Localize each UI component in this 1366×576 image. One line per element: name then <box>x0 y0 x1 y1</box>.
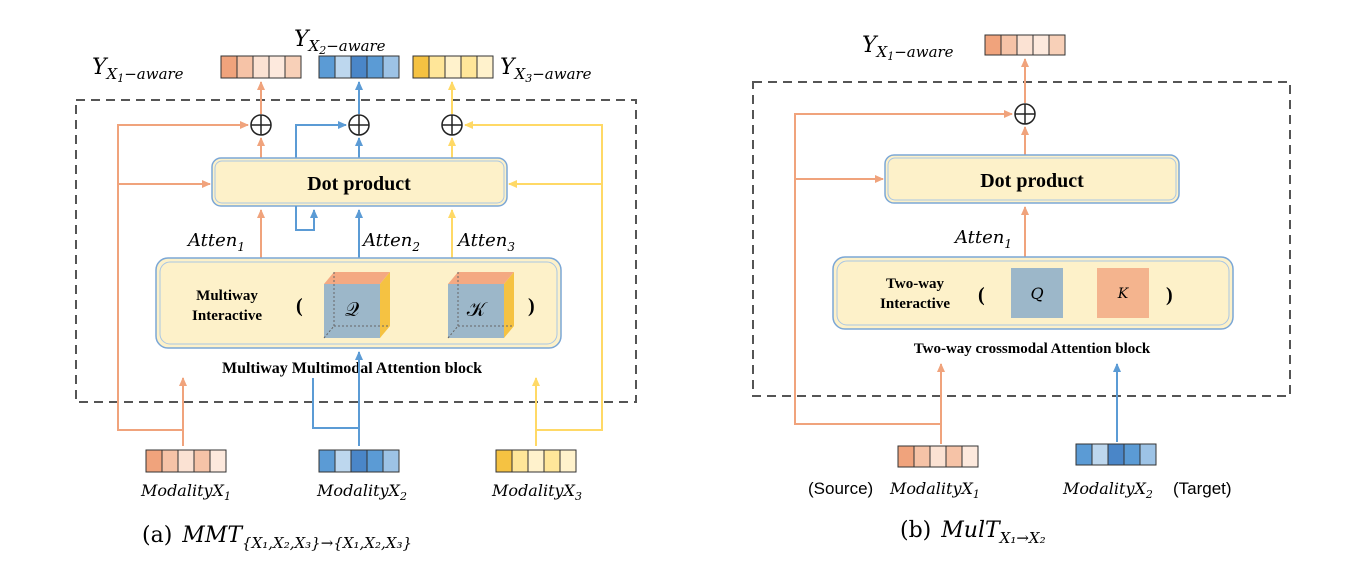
right-k-symbol: K <box>1117 286 1130 302</box>
left-modality-3-label: ModalityX3 <box>491 481 582 503</box>
left-oplus-2 <box>348 114 370 136</box>
left-diagram: YX1−aware YX2−aware YX3−aware <box>75 27 637 552</box>
left-residual-orange <box>117 121 249 431</box>
left-y3-label: YX3−aware <box>500 55 592 85</box>
left-block-label: Multiway Multimodal Attention block <box>222 360 482 377</box>
right-paren-open: ( <box>978 284 985 306</box>
left-atten2-label: Atten2 <box>361 230 420 254</box>
left-atten-blue-branch <box>295 206 318 231</box>
right-oplus <box>1014 103 1036 125</box>
right-paren-close: ) <box>1166 284 1173 306</box>
left-dashed-frame <box>75 99 637 403</box>
left-y1-label: YX1−aware <box>92 55 184 85</box>
left-dot-product-label: Dot product <box>307 173 411 195</box>
right-dot-product-box <box>884 154 1180 204</box>
right-k-square <box>1097 268 1149 318</box>
left-input-vector-3 <box>495 449 577 473</box>
right-interactive-line1: Two-way <box>886 276 945 292</box>
right-block-label: Two-way crossmodal Attention block <box>914 341 1151 357</box>
left-k-cube: 𝒦 <box>447 272 514 339</box>
left-k-symbol: 𝒦 <box>467 297 488 321</box>
left-oplus-1 <box>250 114 272 136</box>
left-input-vector-2 <box>318 449 400 473</box>
right-diagram: YX1−aware Dot product Atten1 T <box>752 33 1291 547</box>
right-dashed-frame <box>752 81 1291 397</box>
left-q-symbol: 𝒬 <box>345 297 360 321</box>
right-q-symbol: Q <box>1030 284 1043 303</box>
left-q-cube: 𝒬 <box>323 272 390 339</box>
left-input-branch-2 <box>312 378 359 429</box>
left-dot-product-box <box>211 157 508 207</box>
right-atten1-label: Atten1 <box>953 227 1012 251</box>
right-modality-1-label: ModalityX1 <box>889 479 980 501</box>
right-modality-2-label: ModalityX2 <box>1062 479 1153 501</box>
left-input-vector-1 <box>145 449 227 473</box>
left-modality-1-label: ModalityX1 <box>140 481 231 503</box>
left-residual-yellow <box>464 121 603 431</box>
right-input-vector-2 <box>1075 443 1157 466</box>
right-input-vector-1 <box>897 445 979 468</box>
left-oplus-3 <box>441 114 463 136</box>
right-y1-label: YX1−aware <box>862 33 954 63</box>
left-interactive-line2: Interactive <box>192 308 262 324</box>
left-output-vector-2 <box>318 55 400 79</box>
left-output-vector-3 <box>412 55 494 79</box>
left-interactive-line1: Multiway <box>196 288 258 304</box>
left-modality-2-label: ModalityX2 <box>316 481 407 503</box>
left-atten3-label: Atten3 <box>456 230 515 254</box>
left-paren-close: ) <box>528 295 535 317</box>
left-caption: (a)MMT{X₁,X₂,X₃}→{X₁,X₂,X₃} <box>142 523 412 552</box>
right-target-label: (Target) <box>1173 479 1232 498</box>
left-output-vector-1 <box>220 55 302 79</box>
right-residual <box>794 110 1013 425</box>
right-q-square <box>1011 268 1063 318</box>
right-dot-product-label: Dot product <box>980 170 1084 192</box>
left-atten1-label: Atten1 <box>186 230 245 254</box>
left-residual-blue <box>295 121 347 158</box>
left-y2-label: YX2−aware <box>294 27 386 57</box>
right-caption: (b)MulTX₁→X₂ <box>900 518 1046 547</box>
right-interactive-line2: Interactive <box>880 296 950 312</box>
right-source-label: (Source) <box>808 479 873 498</box>
right-output-vector <box>984 34 1066 56</box>
left-paren-open: ( <box>296 295 303 317</box>
